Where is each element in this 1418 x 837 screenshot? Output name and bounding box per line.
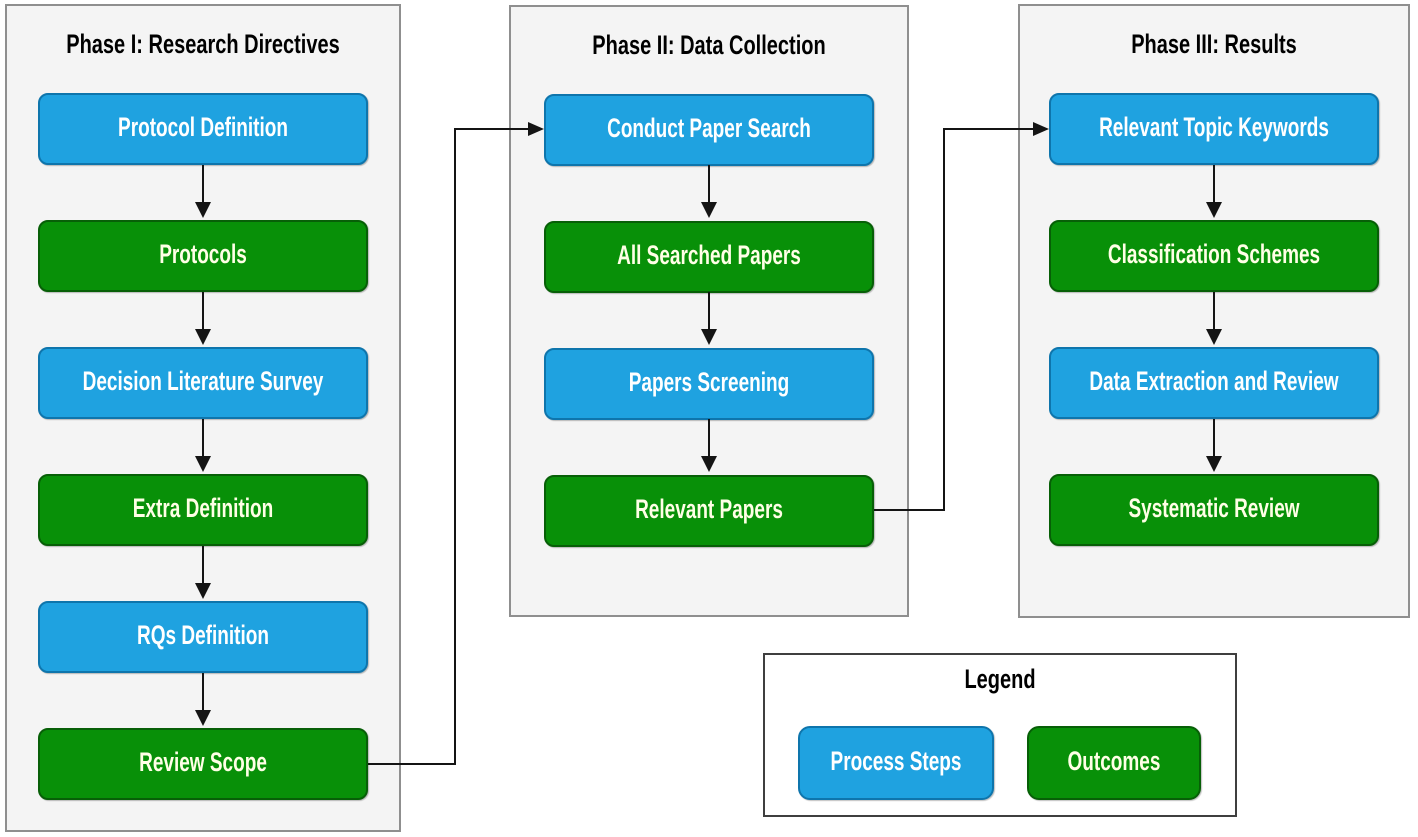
- node-review-scope: Review Scope: [38, 728, 368, 800]
- node-label: Decision Literature Survey: [82, 367, 324, 397]
- node-systematic-review: Systematic Review: [1049, 474, 1379, 546]
- legend-item-process-steps: Process Steps: [798, 726, 994, 800]
- node-label: Protocols: [159, 240, 247, 270]
- node-conduct-paper-search: Conduct Paper Search: [544, 94, 874, 166]
- legend: Legend Process Steps Outcomes: [763, 653, 1237, 817]
- legend-item-label: Process Steps: [830, 747, 962, 777]
- phase-1-panel: Phase I: Research Directives Protocol De…: [5, 4, 401, 832]
- node-data-extraction-and-review: Data Extraction and Review: [1049, 347, 1379, 419]
- node-label: Relevant Papers: [635, 495, 783, 525]
- phase-2-panel: Phase II: Data Collection Conduct Paper …: [509, 5, 909, 617]
- node-label: Extra Definition: [132, 494, 274, 524]
- node-papers-screening: Papers Screening: [544, 348, 874, 420]
- node-decision-literature-survey: Decision Literature Survey: [38, 347, 368, 419]
- node-label: All Searched Papers: [617, 241, 801, 271]
- legend-title: Legend: [964, 664, 1036, 695]
- node-label: Systematic Review: [1128, 494, 1300, 524]
- node-label: Classification Schemes: [1107, 240, 1321, 270]
- phase-3-title: Phase III: Results: [1131, 29, 1297, 60]
- phase-3-panel: Phase III: Results Relevant Topic Keywor…: [1018, 4, 1410, 618]
- node-label: Conduct Paper Search: [607, 114, 811, 144]
- node-all-searched-papers: All Searched Papers: [544, 221, 874, 293]
- node-relevant-topic-keywords: Relevant Topic Keywords: [1049, 93, 1379, 165]
- node-protocols: Protocols: [38, 220, 368, 292]
- node-label: Relevant Topic Keywords: [1099, 113, 1329, 143]
- node-label: Protocol Definition: [118, 113, 288, 143]
- node-extra-definition: Extra Definition: [38, 474, 368, 546]
- phase-2-title: Phase II: Data Collection: [592, 30, 826, 61]
- node-label: Review Scope: [139, 748, 267, 778]
- node-rqs-definition: RQs Definition: [38, 601, 368, 673]
- legend-item-outcomes: Outcomes: [1027, 726, 1201, 800]
- node-protocol-definition: Protocol Definition: [38, 93, 368, 165]
- node-relevant-papers: Relevant Papers: [544, 475, 874, 547]
- phase-1-title: Phase I: Research Directives: [66, 29, 340, 60]
- legend-item-label: Outcomes: [1067, 747, 1161, 777]
- node-classification-schemes: Classification Schemes: [1049, 220, 1379, 292]
- node-label: Data Extraction and Review: [1089, 367, 1339, 397]
- node-label: RQs Definition: [137, 621, 269, 651]
- node-label: Papers Screening: [628, 368, 790, 398]
